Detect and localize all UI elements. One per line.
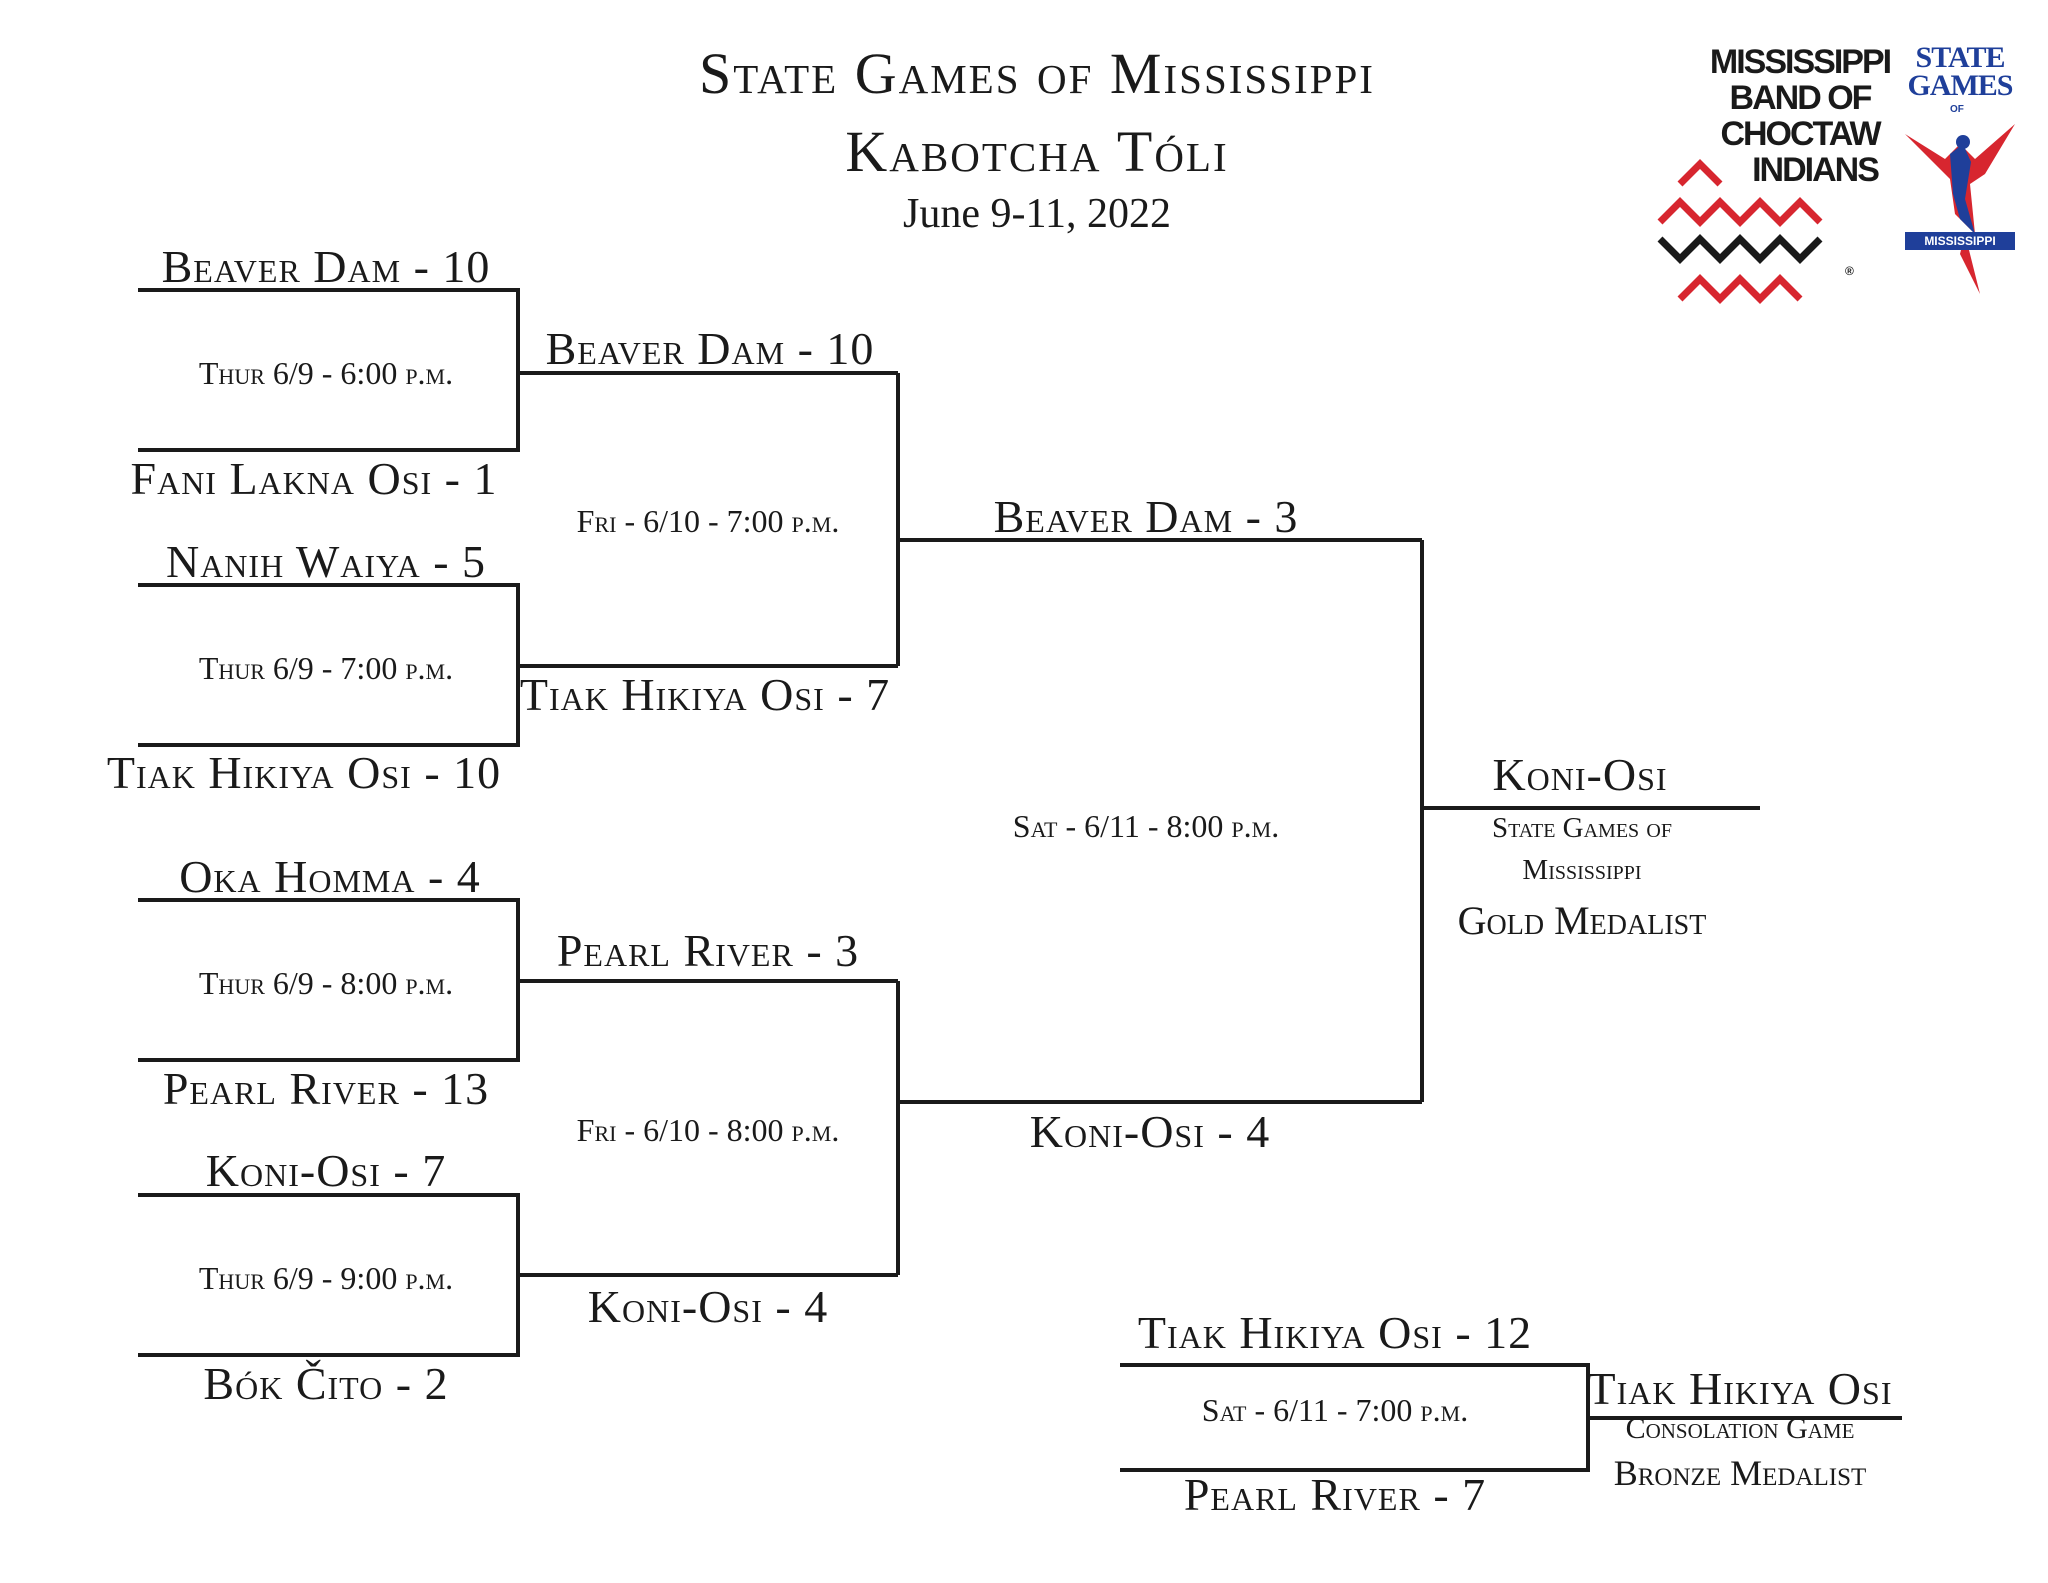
choctaw-registered-mark: ® <box>1845 264 1854 278</box>
r2-g2-top-team: Pearl River - 3 <box>556 925 860 976</box>
state-games-logo-banner: MISSISSIPPI <box>1905 232 2015 250</box>
r2-g2-bottom-team: Koni-Osi - 4 <box>587 1281 829 1332</box>
r1-g1-top-team: Beaver Dam - 10 <box>161 241 491 292</box>
r1-g1-bottom-team: Fani Lakna Osi - 1 <box>130 453 498 504</box>
state-games-logo: STATE GAMES OF MISSISSIPPI <box>1905 41 2015 294</box>
athlete-figure-icon <box>1905 124 2015 294</box>
r1-g4-time: Thur 6/9 - 9:00 p.m. <box>198 1260 454 1296</box>
r1-g4-bottom-team: Bók Čito - 2 <box>203 1358 449 1409</box>
choctaw-logo-line4: INDIANS <box>1752 151 1880 189</box>
champion-caption1: State Games of <box>1492 812 1672 844</box>
r1-g3-top-team: Oka Homma - 4 <box>179 851 481 902</box>
consolation-caption1: Consolation Game <box>1625 1412 1855 1445</box>
choctaw-logo-line2: BAND OF <box>1729 79 1873 117</box>
r2-g2-time: Fri - 6/10 - 8:00 p.m. <box>576 1112 840 1148</box>
consolation-winner: Tiak Hikiya Osi <box>1587 1363 1893 1414</box>
r1-g4-top-team: Koni-Osi - 7 <box>205 1145 447 1196</box>
r1-g2-time: Thur 6/9 - 7:00 p.m. <box>198 650 454 686</box>
final-top-team: Beaver Dam - 3 <box>993 491 1299 542</box>
final-time: Sat - 6/11 - 8:00 p.m. <box>1012 808 1280 844</box>
final-bottom-team: Koni-Osi - 4 <box>1029 1106 1271 1157</box>
choctaw-logo-line3: CHOCTAW <box>1720 115 1881 153</box>
bracket-r1-g1 <box>138 288 520 452</box>
champion-name: Koni-Osi <box>1492 749 1668 800</box>
page-title-line2: Kabotcha Tóli <box>845 119 1229 184</box>
r1-g3-time: Thur 6/9 - 8:00 p.m. <box>198 965 454 1001</box>
page-title-line1: State Games of Mississippi <box>699 41 1375 106</box>
consolation-time: Sat - 6/11 - 7:00 p.m. <box>1201 1392 1469 1428</box>
r2-g1-bottom-team: Tiak Hikiya Osi - 7 <box>519 669 891 720</box>
consolation-caption2: Bronze Medalist <box>1613 1453 1867 1493</box>
r2-g1-time: Fri - 6/10 - 7:00 p.m. <box>576 503 840 539</box>
choctaw-logo-line1: MISSISSIPPI <box>1709 43 1892 81</box>
state-games-logo-of: OF <box>1950 104 1964 115</box>
state-games-logo-line1: STATE <box>1915 41 2006 74</box>
r1-g3-bottom-team: Pearl River - 13 <box>162 1063 490 1114</box>
choctaw-logo: MISSISSIPPI BAND OF CHOCTAW INDIANS ® <box>1655 44 1905 304</box>
consolation-bottom-team: Pearl River - 7 <box>1183 1469 1487 1520</box>
r2-g1-top-team: Beaver Dam - 10 <box>545 323 875 374</box>
choctaw-diamond-pattern-icon <box>1657 159 1823 304</box>
r1-g1-time: Thur 6/9 - 6:00 p.m. <box>198 355 454 391</box>
state-games-logo-line2: GAMES <box>1907 69 2013 102</box>
champion-caption3: Gold Medalist <box>1457 898 1707 943</box>
consolation-top-team: Tiak Hikiya Osi - 12 <box>1137 1307 1533 1358</box>
r1-g2-top-team: Nanih Waiya - 5 <box>165 536 487 587</box>
event-dates: June 9-11, 2022 <box>903 191 1171 237</box>
champion-caption2: Mississippi <box>1522 854 1642 886</box>
r1-g2-bottom-team: Tiak Hikiya Osi - 10 <box>106 747 502 798</box>
